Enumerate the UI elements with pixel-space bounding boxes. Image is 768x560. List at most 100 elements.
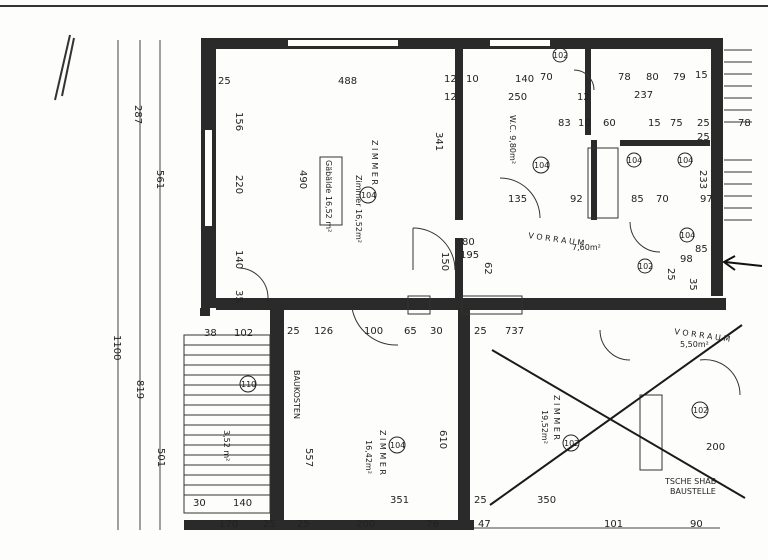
- dim-bottom-6: 200: [356, 519, 375, 530]
- dim-bottom-11: 101: [604, 519, 623, 530]
- dim-top-6: 70: [540, 72, 553, 83]
- dim-outer-3: 1100: [111, 335, 122, 360]
- dim-top-4: 10: [466, 74, 479, 85]
- room1-label: Z I M M E R: [370, 140, 379, 185]
- dim-left-3: 140: [233, 250, 244, 269]
- circle-label: 102: [564, 439, 579, 448]
- dim-bottom-left-1: 351: [390, 495, 409, 506]
- dim-hall-5: 98: [680, 254, 693, 265]
- dim-lower-1: 38: [204, 328, 217, 339]
- dim-left-1: 156: [233, 112, 244, 131]
- cross-out-x: [489, 324, 746, 506]
- dim-second-4: 237: [634, 90, 653, 101]
- dim-bottom-4: 25: [263, 519, 276, 530]
- dim-hall-8: 62: [482, 262, 493, 275]
- dim-bottom-2: 140: [233, 498, 252, 509]
- room-labels: Z I M M E R Gäbälde 16,52 m² Zimmer 16,5…: [222, 115, 731, 496]
- dim-wc-10: 92: [570, 194, 583, 205]
- dim-outer-4: 819: [134, 380, 145, 399]
- dim-wc-3: 60: [603, 118, 616, 129]
- dim-lower-2: 102: [234, 328, 253, 339]
- side-hall-area: 5,50m²: [680, 340, 709, 349]
- dim-wc-11: 85: [631, 194, 644, 205]
- circled-label-texts: 104 104 104 104 104 110 102 102 102 102 …: [241, 51, 708, 450]
- dim-wc-2: 10: [578, 118, 591, 129]
- dim-lower-6: 65: [404, 326, 417, 337]
- dim-top-10: 15: [695, 70, 708, 81]
- hall-area: 7,60m²: [572, 243, 601, 252]
- dim-outer-1: 287: [132, 105, 143, 124]
- dim-second-2: 250: [508, 92, 527, 103]
- dim-bottom-9: 25: [474, 495, 487, 506]
- dim-top-9: 79: [673, 72, 686, 83]
- dim-top-3: 12: [444, 74, 457, 85]
- left-pen-strokes: [54, 34, 75, 101]
- dim-inner-1: 341: [433, 132, 444, 151]
- room2-area: 16,42m²: [364, 440, 373, 474]
- dim-outer-5: 501: [155, 448, 166, 467]
- dim-hall-3: 150: [439, 252, 450, 271]
- circle-label: 104: [390, 441, 405, 450]
- circle-label: 102: [693, 406, 708, 415]
- balcony-railing: [724, 49, 752, 221]
- dim-second-1: 12: [444, 92, 457, 103]
- dim-inner-3: 557: [303, 448, 314, 467]
- stair-area: 3,52 m²: [222, 430, 231, 461]
- dim-bottom-13: 200: [706, 442, 725, 453]
- dim-top-7: 78: [618, 72, 631, 83]
- dim-lower-9: 737: [505, 326, 524, 337]
- circle-label: 104: [678, 156, 693, 165]
- dim-hall-4: 85: [695, 244, 708, 255]
- dim-wc-13: 233: [697, 170, 708, 189]
- dim-inner-2: 490: [297, 170, 308, 189]
- room2-side-note: BAUKOSTEN: [292, 370, 301, 419]
- dim-wc-12: 70: [656, 194, 669, 205]
- dim-hall-2: 195: [460, 250, 479, 261]
- dim-top-8: 80: [646, 72, 659, 83]
- dim-wc-8: 78: [738, 118, 751, 129]
- dim-wc-7: 25: [697, 132, 710, 143]
- dim-wc-5: 75: [670, 118, 683, 129]
- room1-box-text: Gäbälde 16,52 m²: [324, 160, 333, 232]
- circle-label: 104: [680, 231, 695, 240]
- stamp-line2: BAUSTELLE: [670, 487, 716, 496]
- dim-lower-3: 25: [287, 326, 300, 337]
- dim-lower-5: 100: [364, 326, 383, 337]
- dim-bottom-8: 47: [478, 519, 491, 530]
- dim-inner-4: 610: [437, 430, 448, 449]
- window-gaps: [205, 40, 550, 226]
- circle-label: 102: [553, 51, 568, 60]
- room3-area: 19,52m²: [540, 410, 549, 444]
- dim-hall-1: 80: [462, 237, 475, 248]
- circle-label: 104: [534, 161, 549, 170]
- walls: [184, 38, 726, 530]
- dim-left-2: 220: [233, 175, 244, 194]
- hatched-blocks: [407, 147, 663, 471]
- entry-arrow: [722, 255, 763, 271]
- dim-second-3: 12: [577, 92, 590, 103]
- circle-label: 104: [627, 156, 642, 165]
- door-swings: [239, 69, 741, 396]
- dim-hall-6: 25: [665, 268, 676, 281]
- circle-label: 110: [241, 380, 256, 389]
- room1-area: Zimmer 16,52m²: [354, 175, 363, 243]
- room3-label: Z I M M E R: [552, 395, 561, 440]
- dim-lower-7: 30: [430, 326, 443, 337]
- dim-wc-4: 15: [648, 118, 661, 129]
- dim-bottom-3: 170: [219, 519, 238, 530]
- dim-hall-7: 35: [687, 278, 698, 291]
- dim-bottom-1: 30: [193, 498, 206, 509]
- dim-lower-4: 126: [314, 326, 333, 337]
- wc-label: W.C. 9,80m²: [508, 115, 517, 164]
- dim-bottom-12: 90: [690, 519, 703, 530]
- dim-wc-14: 97: [700, 194, 713, 205]
- dim-top-5: 140: [515, 74, 534, 85]
- dimension-texts: 25 488 12 10 140 70 78 80 79 15 12 250 1…: [111, 70, 751, 530]
- dim-top-1: 25: [218, 76, 231, 87]
- dim-bottom-5: 25: [297, 519, 310, 530]
- circle-label: 102: [638, 262, 653, 271]
- room2-label: Z I M M E R: [378, 430, 387, 475]
- dim-top-2: 488: [338, 76, 357, 87]
- area-label-box: [319, 156, 343, 226]
